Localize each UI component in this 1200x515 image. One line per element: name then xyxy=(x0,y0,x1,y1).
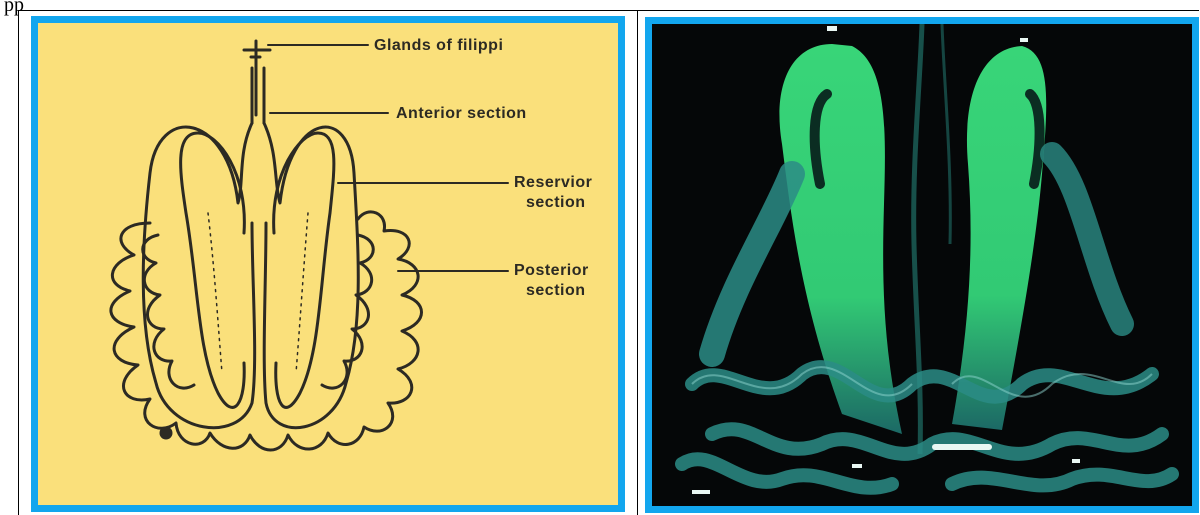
silk-gland-photo xyxy=(645,17,1199,513)
label-anterior: Anterior section xyxy=(396,105,527,122)
anterior-duct xyxy=(252,68,264,123)
left-reservoir-outer xyxy=(143,123,254,428)
table-divider xyxy=(637,11,638,515)
silk-gland-diagram: Glands of filippi Anterior section Reser… xyxy=(31,16,625,512)
figure-table: Glands of filippi Anterior section Reser… xyxy=(18,10,1199,515)
photo-svg xyxy=(652,24,1192,506)
label-reservoir-line1: Reservior xyxy=(514,174,592,191)
label-posterior-line2: section xyxy=(526,282,586,299)
diagram-svg: Glands of filippi Anterior section Reser… xyxy=(38,23,618,505)
label-posterior-line1: Posterior xyxy=(514,262,589,279)
label-reservoir-line2: section xyxy=(526,194,586,211)
label-glands: Glands of filippi xyxy=(374,37,503,54)
